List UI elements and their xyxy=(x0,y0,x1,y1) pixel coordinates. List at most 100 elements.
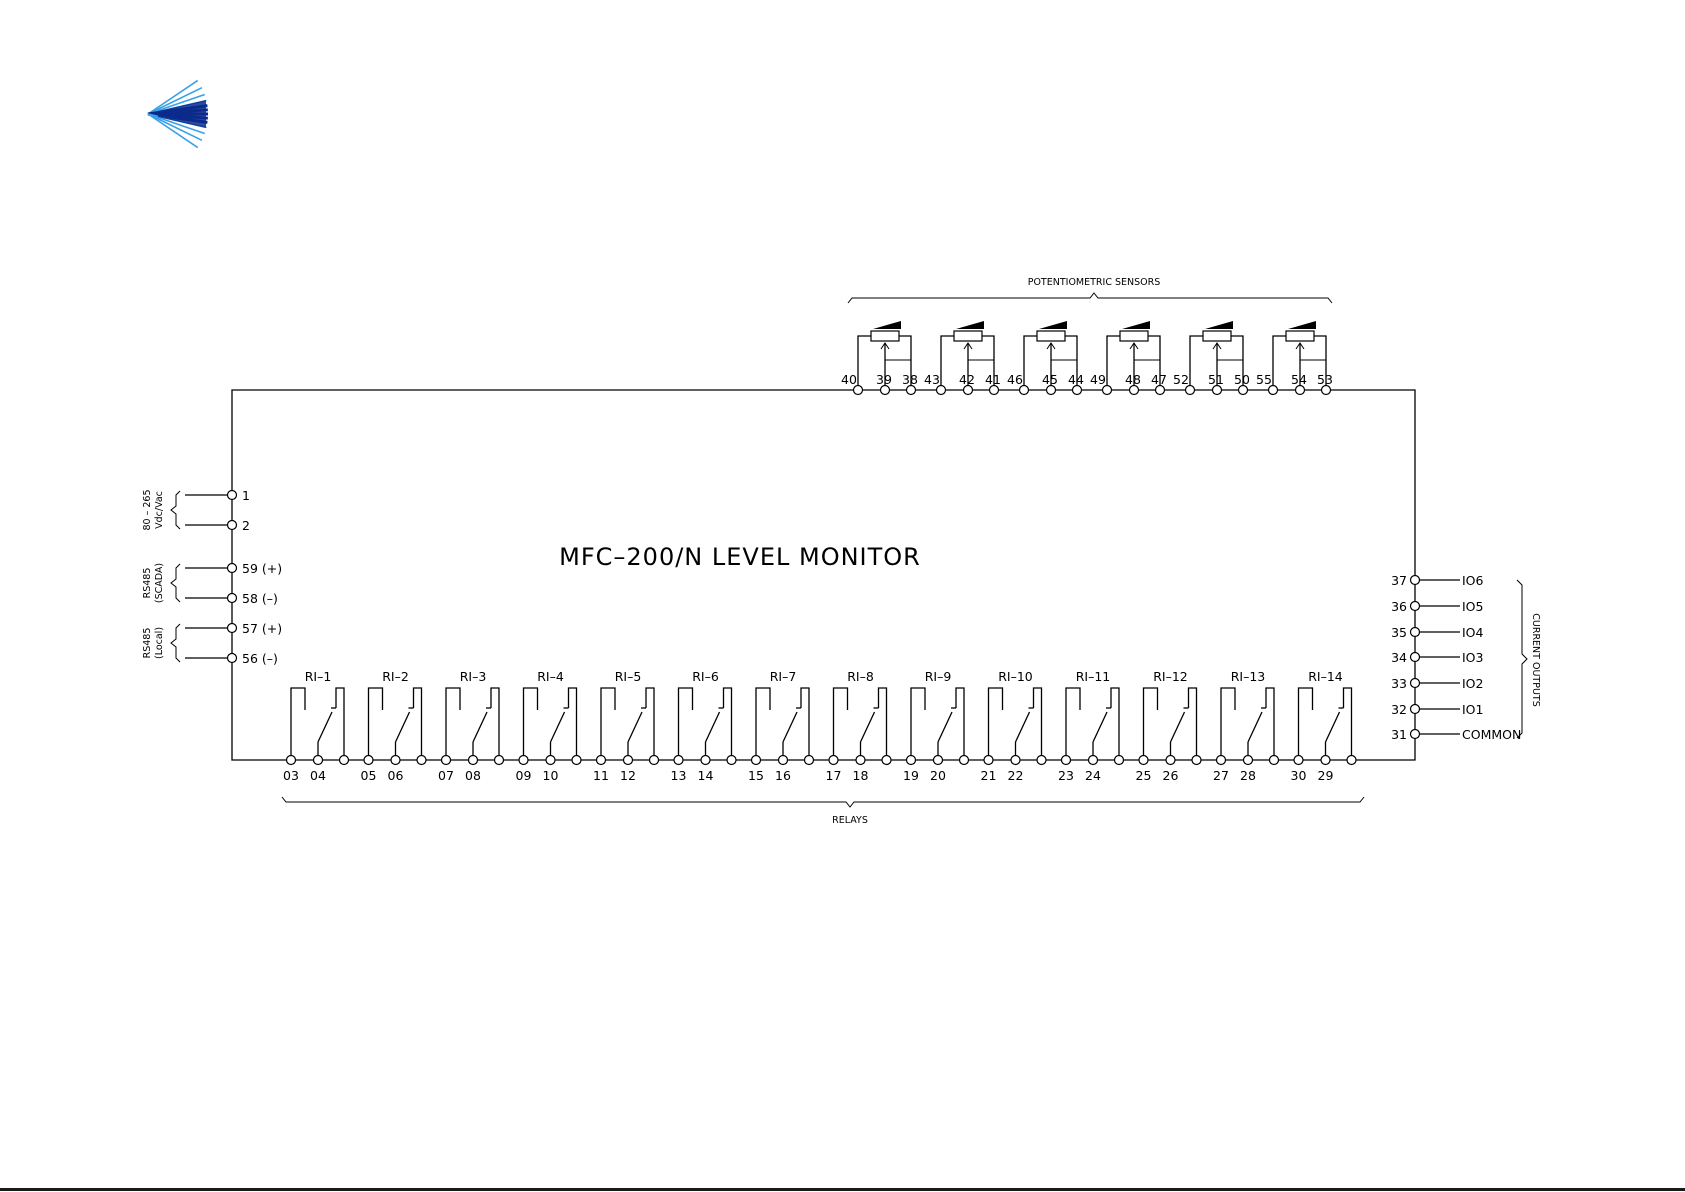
sensor-terminal-label: 52 xyxy=(1173,372,1189,387)
relay-switch-blade xyxy=(1247,711,1263,743)
current-outputs-brace xyxy=(1516,579,1528,739)
relay-terminal-label: 17 xyxy=(826,768,842,783)
relay-wire xyxy=(755,687,771,760)
output-terminal xyxy=(1409,626,1421,638)
sensor-terminal xyxy=(1267,384,1279,396)
output-terminal xyxy=(1409,574,1421,586)
potentiometer-body xyxy=(870,330,900,342)
output-terminal-label: 35 xyxy=(1391,625,1407,640)
relay-terminal-label: 06 xyxy=(388,768,404,783)
relay-wire xyxy=(800,687,810,760)
relay-name: RI–2 xyxy=(382,669,409,684)
blue-fan-logo-icon xyxy=(147,79,208,149)
sensor-terminal xyxy=(1320,384,1332,396)
relay-switch-blade xyxy=(394,711,411,743)
relay-terminal-label: 28 xyxy=(1240,768,1256,783)
sensor-terminal-label: 45 xyxy=(1042,372,1058,387)
input-terminal-label: 56 (–) xyxy=(242,651,278,666)
relay-terminal xyxy=(1138,754,1149,766)
input-group-label-line1: RS485 xyxy=(142,568,153,599)
sensor-terminal-label: 47 xyxy=(1151,372,1167,387)
relay-wire xyxy=(1265,687,1275,760)
relay-terminal-label: 18 xyxy=(853,768,869,783)
relay-terminal xyxy=(622,754,634,766)
relay-terminal xyxy=(932,754,944,766)
sensor-terminal-label: 43 xyxy=(924,372,940,387)
sensor-terminal-label: 50 xyxy=(1234,372,1250,387)
relay-terminal xyxy=(828,754,839,766)
sensor-terminal xyxy=(1101,384,1113,396)
relay-wire xyxy=(567,687,578,760)
relay-terminal xyxy=(363,754,374,766)
relay-terminal xyxy=(1191,754,1202,766)
relay-terminal xyxy=(983,754,994,766)
relay-terminal xyxy=(518,754,529,766)
relay-name: RI–5 xyxy=(615,669,642,684)
output-name-label: IO4 xyxy=(1462,625,1484,640)
output-name-label: IO1 xyxy=(1462,702,1483,717)
relay-switch-blade xyxy=(1092,711,1108,743)
relay-terminal-label: 15 xyxy=(748,768,764,783)
relay-terminal xyxy=(1036,754,1047,766)
relay-wire xyxy=(722,687,733,760)
relay-terminal xyxy=(390,754,401,766)
relay-switch-blade xyxy=(937,711,953,743)
input-terminal-label: 59 (+) xyxy=(242,561,282,576)
logo-ray xyxy=(147,113,199,149)
relay-wire xyxy=(367,687,384,760)
potentiometric-sensors-label: POTENTIOMETRIC SENSORS xyxy=(1028,277,1161,288)
input-terminal xyxy=(226,652,238,664)
relay-terminal-label: 08 xyxy=(465,768,481,783)
monitor-box-outline xyxy=(231,389,1416,761)
output-terminal-label: 37 xyxy=(1391,573,1407,588)
relay-terminal-label: 12 xyxy=(620,768,636,783)
relay-wire xyxy=(645,687,655,760)
relay-terminal xyxy=(1215,754,1227,766)
relay-terminal xyxy=(416,754,427,766)
relay-terminal xyxy=(1242,754,1254,766)
relay-wire xyxy=(1187,687,1198,760)
input-terminal-label: 1 xyxy=(242,488,250,503)
sensor-terminal xyxy=(905,384,917,396)
relay-switch-blade xyxy=(627,711,643,743)
relay-switch-blade xyxy=(704,711,721,743)
relay-wire xyxy=(1065,687,1081,760)
relay-switch-blade xyxy=(1014,711,1031,743)
relay-terminal xyxy=(595,754,607,766)
relay-terminal xyxy=(777,754,789,766)
logo-core xyxy=(158,100,206,128)
sensor-terminal-label: 55 xyxy=(1256,372,1272,387)
relay-switch-blade xyxy=(472,711,488,743)
sensor-terminal xyxy=(1184,384,1196,396)
sensor-terminal xyxy=(1211,384,1223,396)
input-group-label-line1: RS485 xyxy=(142,628,153,659)
logo-ray xyxy=(147,86,203,115)
sensor-terminal-label: 54 xyxy=(1291,372,1307,387)
potentiometer-wedge-icon xyxy=(1205,321,1233,329)
relays-brace xyxy=(281,796,1365,808)
relay-terminal-label: 20 xyxy=(930,768,946,783)
output-terminal-label: 33 xyxy=(1391,676,1407,691)
input-group-label-line2: (Local) xyxy=(154,627,165,659)
relay-terminal xyxy=(648,754,660,766)
sensor-terminal xyxy=(935,384,947,396)
sensor-terminal xyxy=(1128,384,1140,396)
relay-terminal-label: 09 xyxy=(516,768,532,783)
output-terminal xyxy=(1409,600,1421,612)
relay-switch-blade xyxy=(1169,711,1186,743)
relay-switch-blade xyxy=(1324,711,1341,743)
output-name-label: IO3 xyxy=(1462,650,1483,665)
output-terminal xyxy=(1409,677,1421,689)
relay-terminal xyxy=(958,754,970,766)
sensor-terminal xyxy=(1045,384,1057,396)
sensor-terminal-label: 53 xyxy=(1317,372,1333,387)
relay-wire xyxy=(955,687,965,760)
relay-terminal xyxy=(1060,754,1072,766)
sensor-terminal xyxy=(1018,384,1030,396)
relay-terminal-label: 05 xyxy=(361,768,377,783)
output-name-label: COMMON xyxy=(1462,727,1521,742)
sensor-terminal xyxy=(962,384,974,396)
relay-terminal xyxy=(1293,754,1304,766)
